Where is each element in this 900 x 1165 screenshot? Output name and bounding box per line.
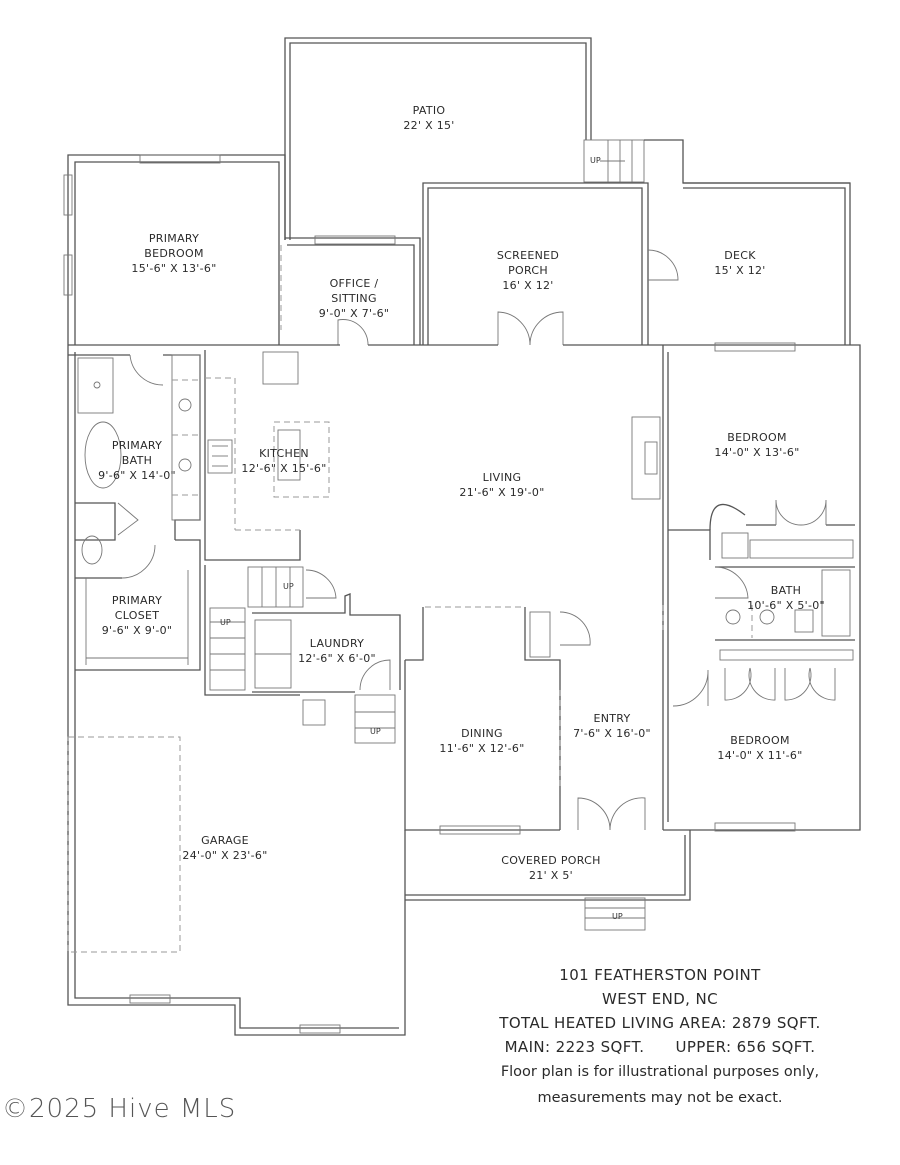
room-name: PATIO (412, 104, 446, 117)
room-name: LAUNDRY (309, 637, 365, 650)
copyright-watermark: ©2025 Hive MLS (2, 1094, 237, 1124)
room-label-bath: BATH 10'-6" X 5'-0" (747, 583, 825, 613)
room-label-entry: ENTRY 7'-6" X 16'-0" (573, 711, 651, 741)
office-walls (285, 235, 421, 346)
floor-areas-line: MAIN: 2223 SQFT. UPPER: 656 SQFT. (430, 1035, 890, 1059)
room-label-kitchen: KITCHEN 12'-6" X 15'-6" (241, 446, 326, 476)
stair-up-label-garage: UP (370, 727, 381, 736)
main-area: MAIN: 2223 SQFT. (504, 1038, 645, 1056)
disclaimer-line-2: measurements may not be exact. (537, 1090, 783, 1106)
room-label-screened-porch: SCREENED PORCH 16' X 12' (497, 248, 559, 293)
total-area-line: TOTAL HEATED LIVING AREA: 2879 SQFT. (499, 1014, 821, 1032)
room-label-primary-bedroom: PRIMARY BEDROOM 15'-6" X 13'-6" (131, 231, 216, 276)
room-name: PRIMARY (111, 594, 163, 607)
stair-up-label-porch: UP (612, 912, 623, 921)
room-label-primary-closet: PRIMARY CLOSET 9'-6" X 9'-0" (102, 593, 173, 638)
room-name: BEDROOM (730, 734, 790, 747)
upper-area: UPPER: 656 SQFT. (675, 1038, 816, 1056)
room-dimensions: 16' X 12' (502, 279, 554, 292)
room-dimensions: 15'-6" X 13'-6" (131, 262, 217, 275)
dining-entry-walls (404, 607, 646, 835)
room-name: BATH (770, 584, 802, 597)
room-dimensions: 21'-6" X 19'-0" (459, 486, 545, 499)
room-label-laundry: LAUNDRY 12'-6" X 6'-0" (298, 636, 376, 666)
room-name: LIVING (482, 471, 522, 484)
room-dimensions: 12'-6" X 6'-0" (298, 652, 376, 665)
room-name: CLOSET (114, 609, 160, 622)
room-name: OFFICE / (329, 277, 379, 290)
covered-porch-walls (405, 830, 691, 931)
address-line: 101 FEATHERSTON POINT (559, 966, 761, 984)
room-dimensions: 22' X 15' (403, 119, 455, 132)
room-label-office: OFFICE / SITTING 9'-0" X 7'-6" (319, 276, 390, 321)
plan-info-block: 101 FEATHERSTON POINT WEST END, NC TOTAL… (430, 963, 890, 1111)
fireplace (425, 345, 669, 830)
room-dimensions: 10'-6" X 5'-0" (747, 599, 825, 612)
room-dimensions: 14'-0" X 13'-6" (714, 446, 800, 459)
primary-closet-walls (75, 539, 201, 671)
garage-parking-outline (67, 736, 181, 953)
room-name: PORCH (508, 264, 548, 277)
bedroom-bath-walls (668, 499, 855, 707)
room-label-bedroom-1: BEDROOM 14'-0" X 13'-6" (714, 430, 799, 460)
room-dimensions: 14'-0" X 11'-6" (717, 749, 803, 762)
city-line: WEST END, NC (601, 990, 719, 1008)
room-dimensions: 9'-6" X 9'-0" (101, 624, 173, 637)
room-dimensions: 11'-6" X 12'-6" (439, 742, 525, 755)
room-name: SCREENED (496, 249, 560, 262)
room-name: BEDROOM (144, 247, 204, 260)
patio-stair (583, 139, 850, 184)
room-name: DECK (724, 249, 756, 262)
primary-bath-walls (68, 354, 201, 579)
room-label-primary-bath: PRIMARY BATH 9'-6" X 14'-0" (98, 438, 176, 483)
room-label-dining: DINING 11'-6" X 12'-6" (439, 726, 524, 756)
room-name: ENTRY (593, 712, 631, 725)
room-name: BEDROOM (727, 431, 787, 444)
room-dimensions: 15' X 12' (714, 264, 766, 277)
stair-up-label-main: UP (283, 582, 294, 591)
patio-walls (284, 37, 592, 240)
room-label-covered-porch: COVERED PORCH 21' X 5' (501, 853, 600, 883)
room-name: SITTING (331, 292, 377, 305)
stair-laundry-walls (204, 565, 401, 744)
room-dimensions: 7'-6" X 16'-0" (573, 727, 651, 740)
room-name: GARAGE (201, 834, 249, 847)
room-name: DINING (461, 727, 503, 740)
primary-bedroom-walls (63, 154, 286, 345)
disclaimer-line-1: Floor plan is for illustrational purpose… (500, 1064, 820, 1080)
stair-up-label-patio: UP (590, 156, 601, 165)
room-label-garage: GARAGE 24'-0" X 23'-6" (182, 833, 267, 863)
room-name: BATH (121, 454, 153, 467)
screened-porch-walls (422, 182, 679, 346)
room-dimensions: 21' X 5' (529, 869, 573, 882)
room-label-deck: DECK 15' X 12' (714, 248, 765, 278)
kitchen-walls (204, 350, 330, 561)
room-dimensions: 9'-0" X 7'-6" (318, 307, 390, 320)
room-dimensions: 24'-0" X 23'-6" (182, 849, 268, 862)
room-name: COVERED PORCH (501, 854, 601, 867)
room-name: KITCHEN (259, 447, 309, 460)
room-label-patio: PATIO 22' X 15' (403, 103, 454, 133)
stair-up-label-back: UP (220, 618, 231, 627)
room-label-living: LIVING 21'-6" X 19'-0" (459, 470, 544, 500)
room-dimensions: 12'-6" X 15'-6" (241, 462, 327, 475)
room-label-bedroom-2: BEDROOM 14'-0" X 11'-6" (717, 733, 802, 763)
deck-walls (683, 182, 851, 345)
room-name: PRIMARY (111, 439, 163, 452)
room-dimensions: 9'-6" X 14'-0" (98, 469, 176, 482)
room-name: PRIMARY (148, 232, 200, 245)
